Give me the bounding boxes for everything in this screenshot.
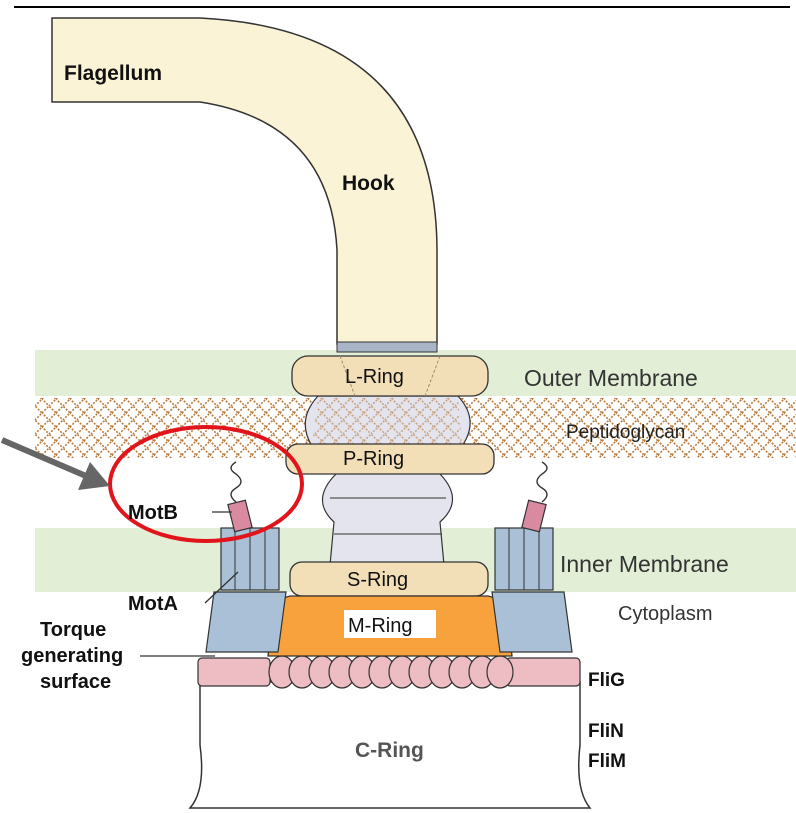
label-flin: FliN xyxy=(588,721,624,742)
label-cytoplasm: Cytoplasm xyxy=(618,603,712,625)
label-torque-line1: Torque xyxy=(40,619,106,641)
label-m-ring: M-Ring xyxy=(348,615,412,637)
label-flim: FliM xyxy=(588,751,626,772)
label-torque-line2: generating xyxy=(21,645,123,667)
flig-bar-right xyxy=(506,658,580,686)
label-hook: Hook xyxy=(342,172,395,195)
label-l-ring: L-Ring xyxy=(345,366,404,388)
label-torque-line3: surface xyxy=(40,671,111,693)
label-peptidoglycan: Peptidoglycan xyxy=(566,422,685,443)
label-p-ring: P-Ring xyxy=(343,448,404,470)
motb-left xyxy=(228,500,252,532)
label-flig: FliG xyxy=(588,670,625,691)
label-motb: MotB xyxy=(128,502,178,524)
label-c-ring: C-Ring xyxy=(355,739,424,762)
hook-base xyxy=(337,342,437,352)
rod-mesh-overlay xyxy=(312,398,462,446)
label-outer-membrane: Outer Membrane xyxy=(524,365,698,391)
label-mota: MotA xyxy=(128,593,178,615)
label-flagellum: Flagellum xyxy=(64,62,162,85)
flig-bar-left xyxy=(198,658,270,686)
flig-beads xyxy=(269,656,513,688)
label-s-ring: S-Ring xyxy=(347,569,408,591)
motb-right xyxy=(522,500,546,532)
label-inner-membrane: Inner Membrane xyxy=(560,551,729,577)
